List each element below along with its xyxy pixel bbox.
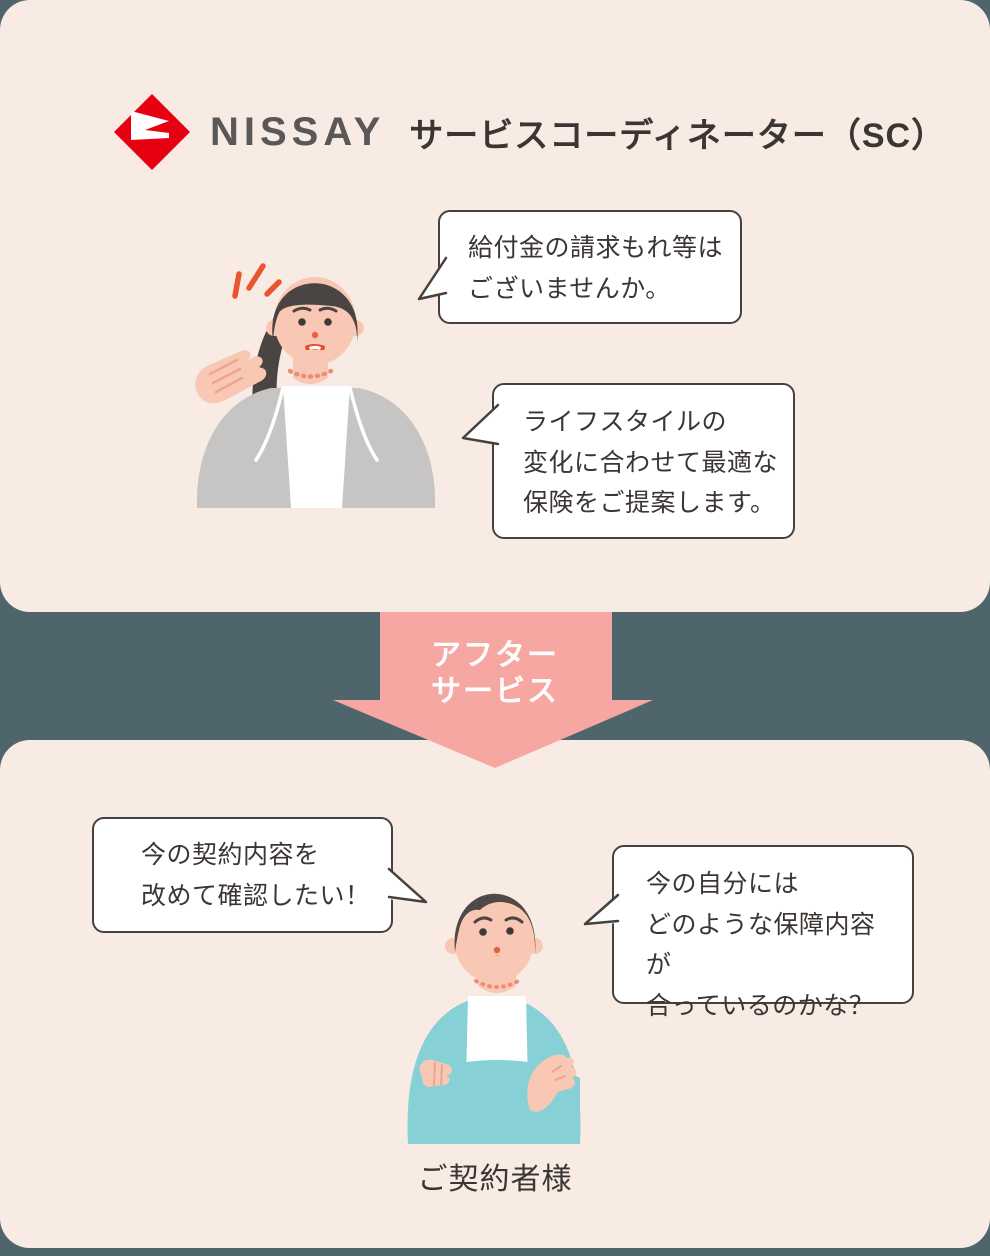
speech-bubble-confirm: 今の契約内容を 改めて確認したい！ [92, 817, 428, 933]
after-service-arrow [333, 612, 653, 768]
bubble-tail [417, 256, 448, 301]
speech-bubble-proposal-text: ライフスタイルの 変化に合わせて最適な 保険をご提案します。 [523, 408, 779, 517]
brand-name: NISSAY [210, 109, 386, 154]
bubble-tail [583, 893, 620, 926]
page-title: サービスコーディネーター（SC） [409, 116, 947, 155]
after-service-label: アフター サービス [431, 639, 559, 708]
speech-bubble-claim: 給付金の請求もれ等は ございませんか。 [417, 210, 742, 324]
speech-bubble-claim-text: 給付金の請求もれ等は ございませんか。 [468, 234, 724, 303]
brand-header: NISSAY サービスコーディネーター（SC） [112, 90, 946, 174]
bubble-tail [387, 867, 428, 904]
speech-bubble-question-text: 今の自分には どのような保障内容が 合っているのかな？ [646, 870, 876, 1020]
nissay-logo-icon [114, 94, 190, 170]
customer-illustration [407, 893, 581, 1144]
speech-bubble-question: 今の自分には どのような保障内容が 合っているのかな？ [583, 845, 914, 1020]
emphasis-lines-icon [232, 263, 282, 299]
speech-bubble-proposal: ライフスタイルの 変化に合わせて最適な 保険をご提案します。 [461, 383, 795, 539]
sc-illustration [195, 263, 436, 508]
sc-panel: NISSAY サービスコーディネーター（SC） [0, 0, 990, 612]
speech-bubble-confirm-text: 今の契約内容を 改めて確認したい！ [141, 841, 371, 910]
bubble-tail [461, 403, 500, 446]
customer-caption: ご契約者様 [417, 1163, 573, 1196]
